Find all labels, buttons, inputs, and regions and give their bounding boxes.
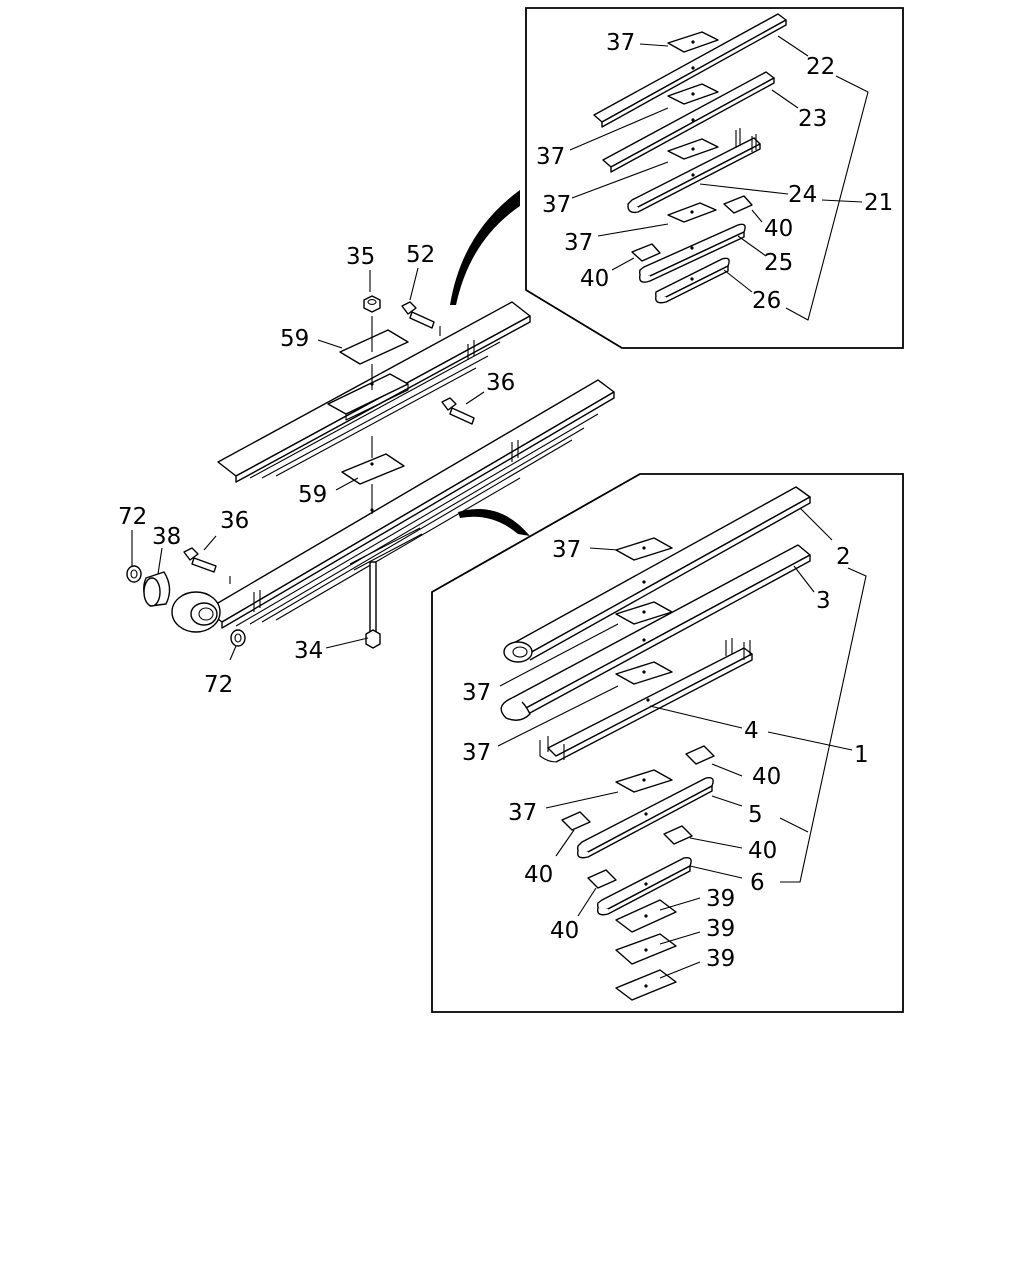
callout-37-u1: 37 — [606, 30, 635, 56]
callout-37-l4: 37 — [508, 800, 537, 826]
lower-spring-pack — [171, 379, 615, 633]
callout-52: 52 — [406, 242, 435, 268]
lower-arrow — [458, 509, 530, 536]
leaf-22 — [593, 13, 787, 128]
washer-72-left — [126, 565, 142, 583]
pad-59-upper — [339, 329, 409, 365]
callout-37-u4: 37 — [564, 230, 593, 256]
callout-59-upper: 59 — [280, 326, 309, 352]
bushing-38 — [143, 571, 171, 607]
callout-4: 4 — [744, 718, 759, 744]
callout-23: 23 — [798, 106, 827, 132]
callout-39-3: 39 — [706, 946, 735, 972]
leaf-3 — [500, 544, 811, 721]
callout-38: 38 — [152, 524, 181, 550]
callout-59-lower: 59 — [298, 482, 327, 508]
upper-arrow — [450, 190, 520, 305]
lower-detail-box — [431, 473, 904, 1013]
callout-6: 6 — [750, 870, 765, 896]
leaf-4 — [539, 638, 753, 763]
callout-34: 34 — [294, 638, 323, 664]
bolt-52 — [401, 301, 435, 329]
clip-40-l1 — [685, 745, 715, 765]
callout-3: 3 — [816, 588, 831, 614]
washer-72-right — [230, 629, 246, 647]
bolt-36-upper — [441, 397, 475, 425]
callout-1: 1 — [854, 742, 869, 768]
callout-39-1: 39 — [706, 886, 735, 912]
callout-72-left: 72 — [118, 504, 147, 530]
callout-40-l3: 40 — [524, 862, 553, 888]
bolt-36-lower — [183, 547, 217, 573]
callout-40-u1: 40 — [764, 216, 793, 242]
callout-37-l2: 37 — [462, 680, 491, 706]
leaf-25 — [639, 223, 746, 283]
callout-40-l2: 40 — [748, 838, 777, 864]
clip-40-l3 — [663, 825, 693, 845]
callout-36-upper: 36 — [486, 370, 515, 396]
callout-37-u3: 37 — [542, 192, 571, 218]
callout-37-l1: 37 — [552, 537, 581, 563]
callout-36-lower: 36 — [220, 508, 249, 534]
leaf-23 — [602, 71, 775, 173]
bolt-34 — [365, 561, 381, 649]
clip-40-u2 — [631, 243, 661, 262]
callout-37-u2: 37 — [536, 144, 565, 170]
callout-2: 2 — [836, 544, 851, 570]
callout-72-right: 72 — [204, 672, 233, 698]
callout-37-l3: 37 — [462, 740, 491, 766]
upper-spring-pack — [217, 301, 531, 483]
callout-39-2: 39 — [706, 916, 735, 942]
callout-40-u2: 40 — [580, 266, 609, 292]
callout-26: 26 — [752, 288, 781, 314]
callout-22: 22 — [806, 54, 835, 80]
leaf-24 — [627, 128, 761, 214]
upper-detail-box — [525, 7, 904, 349]
callout-21: 21 — [864, 190, 893, 216]
nut-35 — [363, 295, 381, 313]
callout-25: 25 — [764, 250, 793, 276]
clip-40-u1 — [723, 195, 753, 214]
clip-40-l2 — [561, 811, 591, 831]
callout-24: 24 — [788, 182, 817, 208]
leaf-5 — [577, 776, 714, 859]
main-assembly — [126, 267, 615, 661]
leaf-2 — [503, 486, 811, 663]
leaf-6 — [597, 856, 692, 916]
callout-5: 5 — [748, 802, 763, 828]
callout-40-l4: 40 — [550, 918, 579, 944]
callout-labels: 35 52 59 59 36 36 72 72 38 34 37 37 37 3… — [118, 30, 893, 972]
callout-40-l1: 40 — [752, 764, 781, 790]
clip-40-l4 — [587, 869, 617, 889]
callout-35: 35 — [346, 244, 375, 270]
pad-59-lower — [341, 453, 405, 485]
